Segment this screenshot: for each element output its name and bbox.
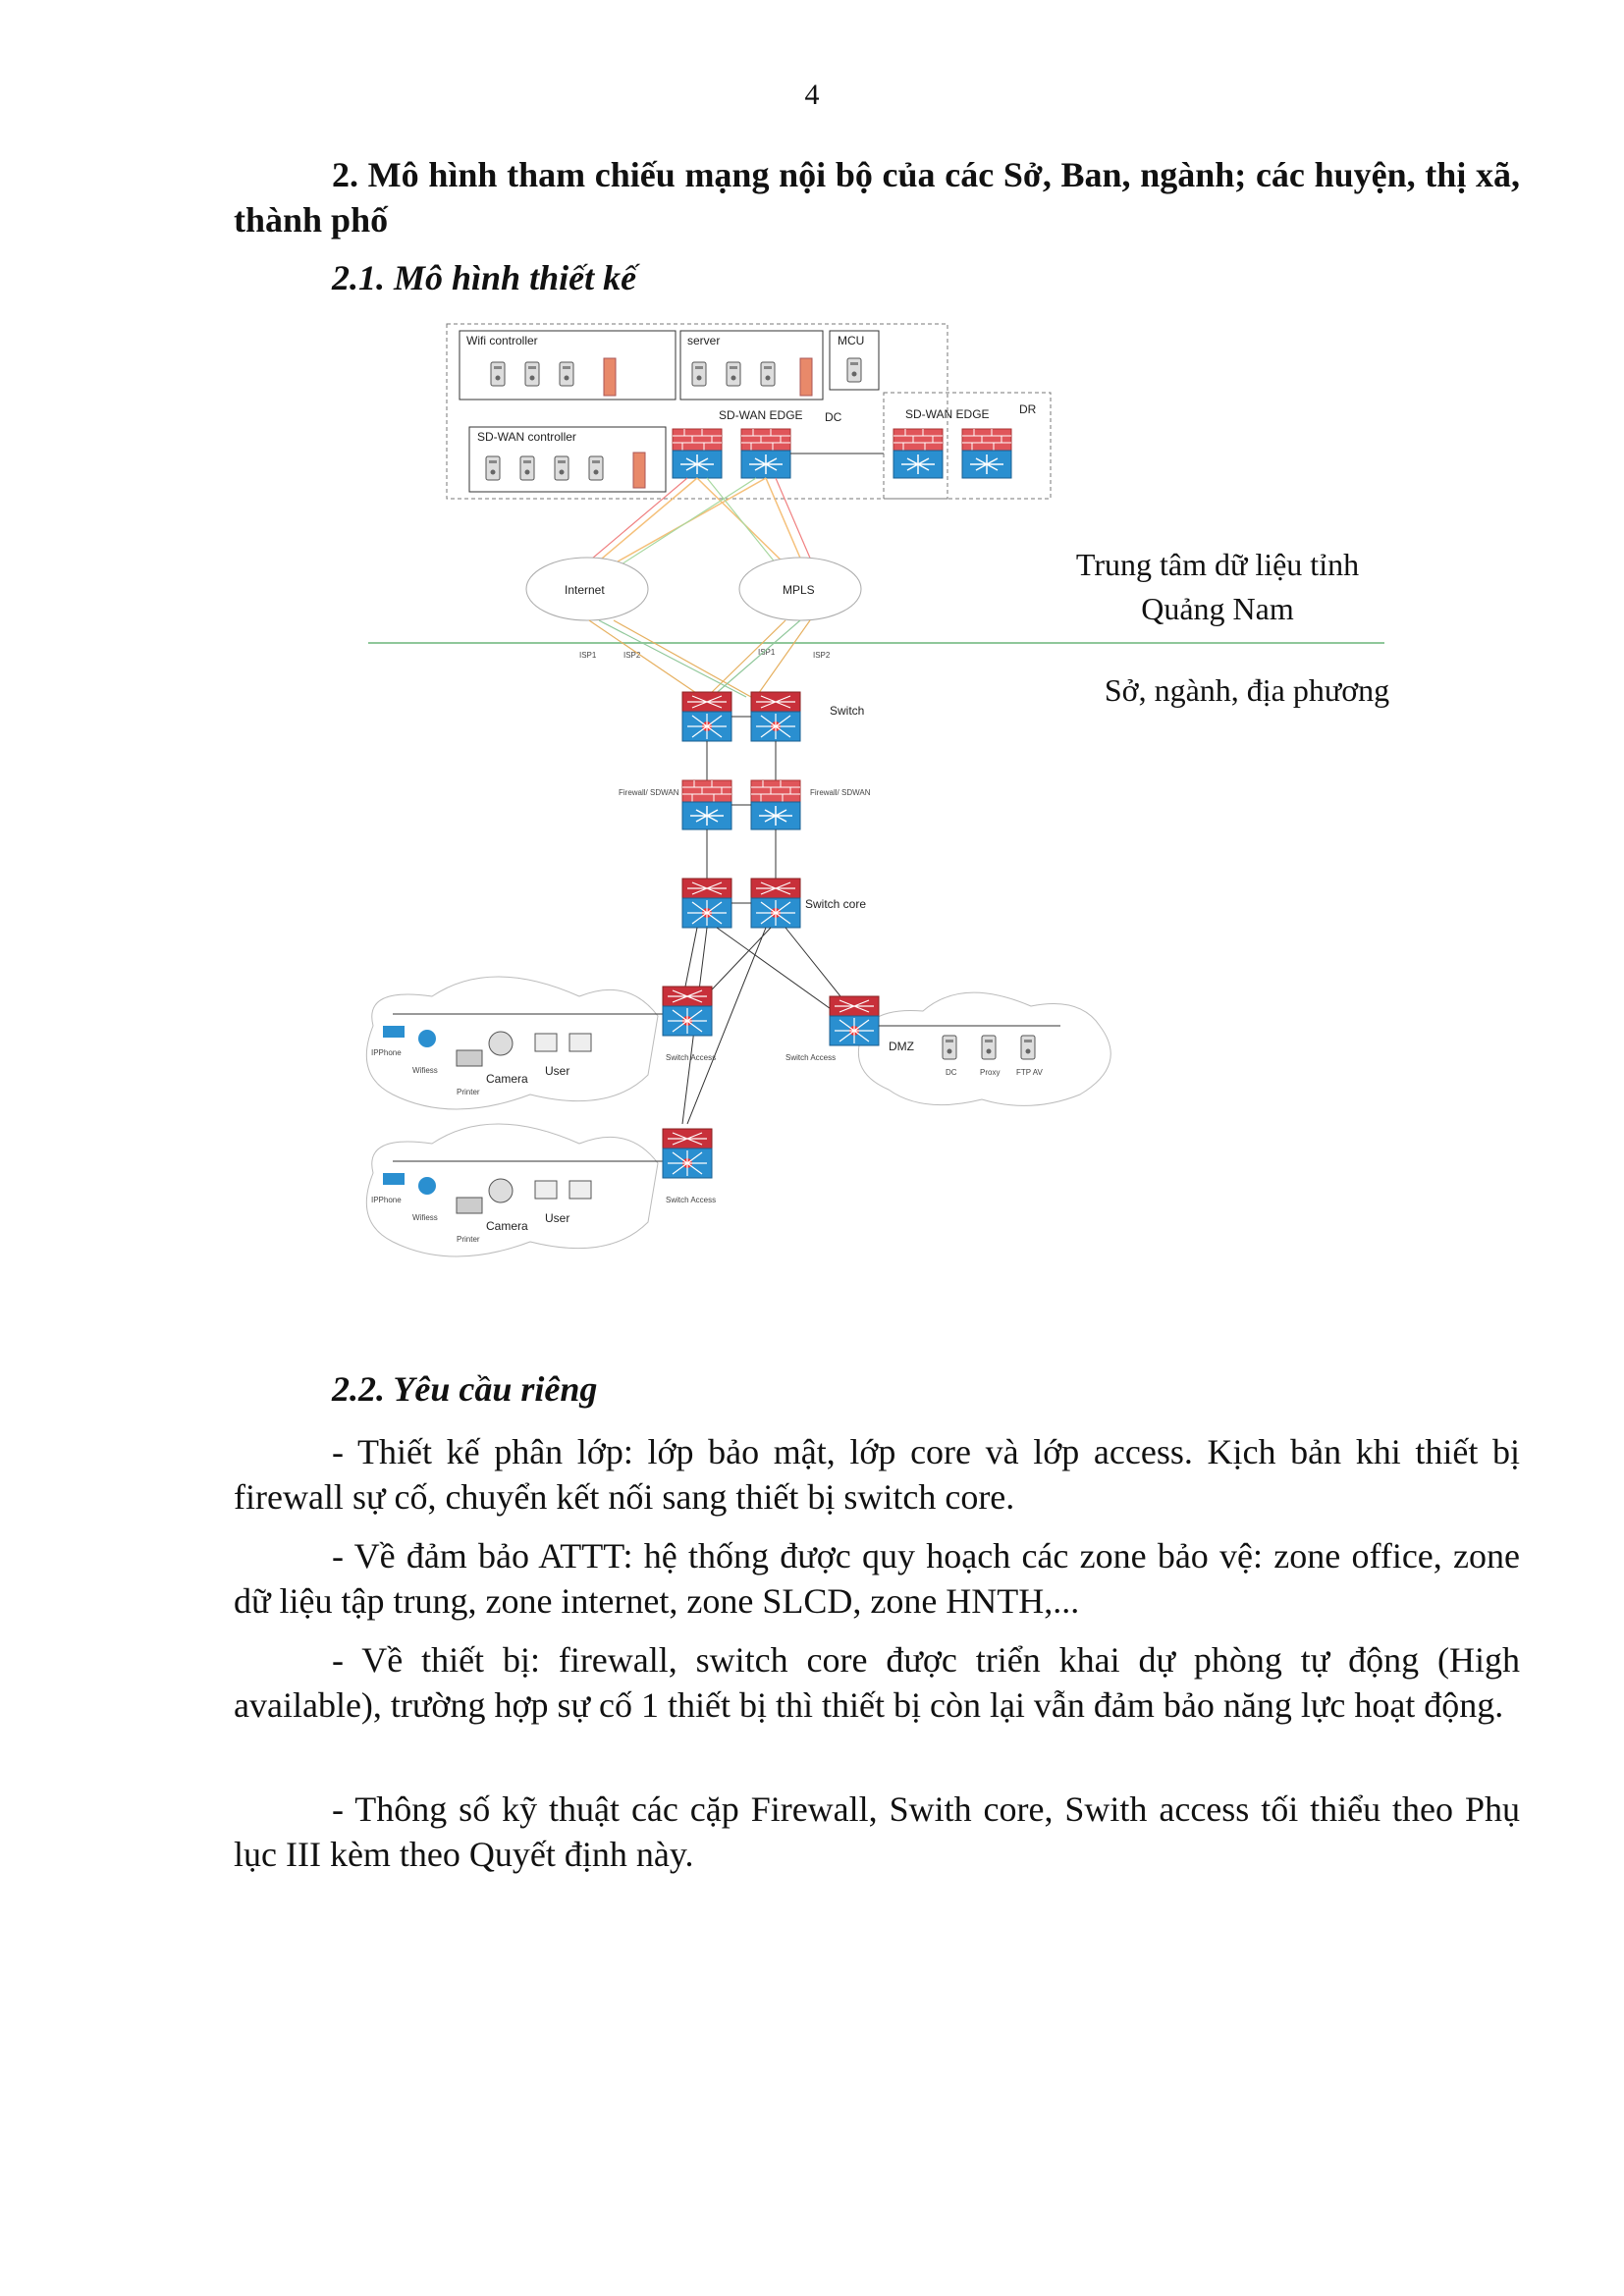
user-label-2: User — [545, 1211, 569, 1225]
sdwan-edge-dc-device-1 — [672, 428, 723, 479]
firewall-right-label: Firewall/ SDWAN — [810, 788, 871, 797]
switch-access-1-label: Switch Access — [666, 1053, 716, 1062]
switch-core-label: Switch core — [805, 897, 866, 911]
mpls-label: MPLS — [783, 583, 815, 597]
data-center-caption-line1: Trung tâm dữ liệu tỉnh — [1075, 547, 1360, 582]
subsection-heading-design: 2.1. Mô hình thiết kế — [332, 258, 637, 297]
isp1-a-label: ISP1 — [579, 651, 597, 660]
switch-access-2 — [662, 1128, 713, 1179]
switch-1 — [681, 691, 732, 742]
printer-label-2: Printer — [457, 1235, 480, 1244]
switch-2 — [750, 691, 801, 742]
paragraph-security: - Về đảm bảo ATTT: hệ thống được quy hoạ… — [234, 1536, 1520, 1621]
sdwan-edge-dr-device-1 — [893, 428, 944, 479]
ipphone-label-2: IPPhone — [371, 1196, 402, 1204]
switch-label: Switch — [830, 704, 864, 718]
switch-access-1 — [662, 986, 713, 1037]
sdwan-edge-dr-label: SD-WAN EDGE — [905, 407, 990, 421]
firewall-left-label: Firewall/ SDWAN — [619, 788, 679, 797]
dmz-ftp-label: FTP AV — [1016, 1068, 1043, 1077]
switch-access-dmz — [829, 995, 880, 1046]
internet-label: Internet — [565, 583, 605, 597]
dc-label: DC — [825, 410, 842, 424]
section-heading: 2. Mô hình tham chiếu mạng nội bộ của cá… — [234, 155, 1520, 240]
network-diagram: Wifi controller server MCU SD-WAN contro… — [365, 323, 1384, 1257]
firewall-2 — [750, 779, 801, 830]
camera-label-2: Camera — [486, 1219, 528, 1233]
paragraph-devices: - Về thiết bị: firewall, switch core đượ… — [234, 1640, 1520, 1725]
switch-core-2 — [750, 878, 801, 929]
firewall-1 — [681, 779, 732, 830]
sdwan-edge-dc-device-2 — [740, 428, 791, 479]
paragraph-specs: - Thông số kỹ thuật các cặp Firewall, Sw… — [234, 1789, 1520, 1874]
paragraph-layering: - Thiết kế phân lớp: lớp bảo mật, lớp co… — [234, 1432, 1520, 1517]
data-center-caption: Trung tâm dữ liệu tỉnh Quảng Nam — [1041, 543, 1394, 631]
subsection-heading-requirements: 2.2. Yêu cầu riêng — [332, 1369, 598, 1409]
switch-access-dmz-label: Switch Access — [785, 1053, 836, 1062]
internet-cloud — [525, 557, 649, 621]
dmz-label: DMZ — [889, 1040, 914, 1053]
sdwan-controller-label: SD-WAN controller — [477, 430, 576, 444]
sdwan-edge-dr-device-2 — [961, 428, 1012, 479]
data-center-caption-line2: Quảng Nam — [1141, 591, 1294, 626]
camera-label-1: Camera — [486, 1072, 528, 1086]
mcu-label: MCU — [838, 334, 864, 347]
wifi-label-2: Wifiess — [412, 1213, 438, 1222]
switch-core-1 — [681, 878, 732, 929]
wifi-controller-label: Wifi controller — [466, 334, 538, 347]
dmz-proxy-label: Proxy — [980, 1068, 1000, 1077]
dr-label: DR — [1019, 402, 1037, 416]
switch-access-2-label: Switch Access — [666, 1196, 716, 1204]
isp1-b-label: ISP1 — [758, 648, 776, 657]
sdwan-edge-dc-label: SD-WAN EDGE — [719, 408, 803, 422]
isp2-b-label: ISP2 — [813, 651, 831, 660]
isp2-a-label: ISP2 — [623, 651, 641, 660]
dmz-dc-label: DC — [946, 1068, 957, 1077]
page-number: 4 — [804, 79, 820, 111]
printer-label-1: Printer — [457, 1088, 480, 1096]
ipphone-label-1: IPPhone — [371, 1048, 402, 1057]
user-label-1: User — [545, 1064, 569, 1078]
local-caption: Sở, ngành, địa phương — [1104, 672, 1390, 708]
wifi-label-1: Wifiess — [412, 1066, 438, 1075]
server-label: server — [687, 334, 720, 347]
